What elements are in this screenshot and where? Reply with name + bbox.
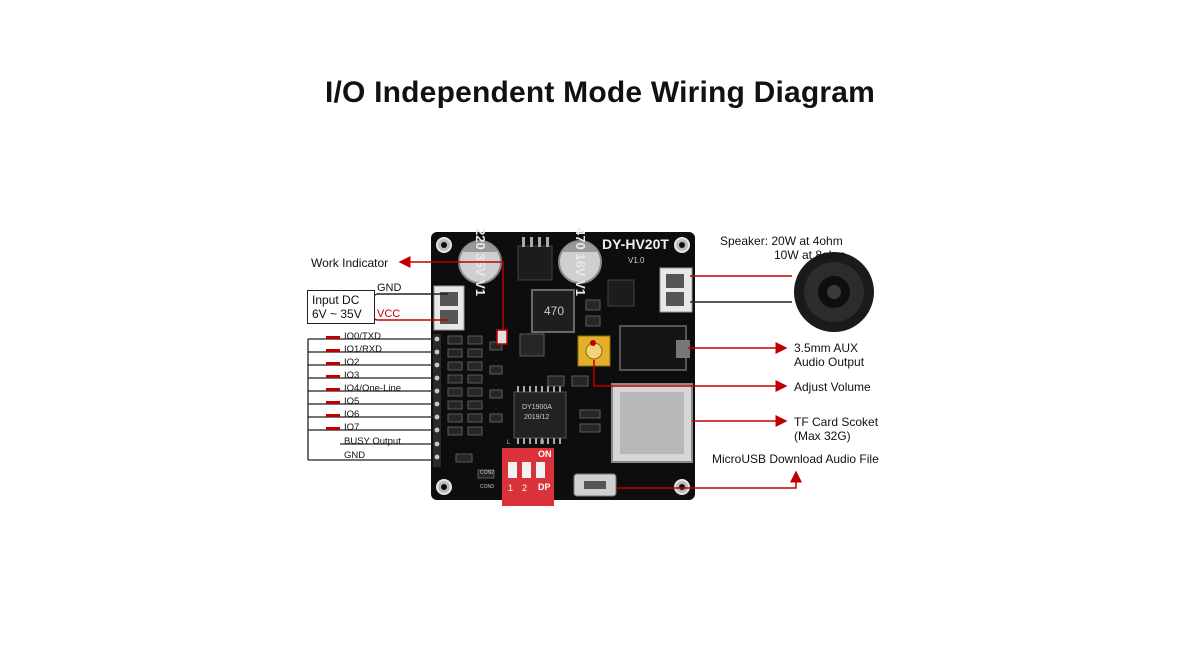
work-led-icon (496, 329, 508, 345)
speaker-label-line1: Speaker: 20W at 4ohm (720, 234, 843, 248)
capacitor-right-marking: 470 16V V1 (573, 228, 588, 296)
board-version-label: V1.0 (628, 256, 645, 265)
tf-card-label-line2: (Max 32G) (794, 429, 851, 443)
main-chip-icon (513, 386, 567, 444)
micro-usb-icon (573, 473, 617, 497)
dip-switch-icon (502, 448, 554, 506)
con3-label: CON3 (480, 484, 494, 490)
gnd-power-label: GND (377, 282, 402, 294)
speaker-label-line2: 10W at 8ohm (774, 248, 846, 262)
header-pins-icon (433, 334, 441, 467)
pcb-board (431, 232, 695, 506)
dip-dp-label: DP (538, 482, 551, 492)
tf-card-label-line1: TF Card Scoket (794, 415, 879, 429)
pin-label-io1: IO1/RXD (344, 344, 383, 355)
pin-label-io3: IO3 (344, 370, 360, 381)
pin-label-io7: IO7 (344, 422, 360, 433)
work-indicator-label: Work Indicator (311, 256, 389, 270)
input-dc-line1: Input DC (312, 293, 360, 307)
aux-label-line2: Audio Output (794, 355, 865, 369)
volume-label: Adjust Volume (794, 380, 871, 394)
tf-card-slot-icon (611, 383, 693, 463)
pin-label-gnd: GND (344, 450, 366, 461)
dip-h-label: H (540, 440, 545, 446)
input-dc-line2: 6V ~ 35V (312, 307, 362, 321)
aux-label-line1: 3.5mm AUX (794, 341, 859, 355)
chip-sub-label: 2019/12 (524, 414, 550, 421)
diagram-title: I/O Independent Mode Wiring Diagram (324, 76, 876, 109)
con2-label: CON2 (480, 470, 494, 476)
chip-label: DY1900A (522, 404, 552, 411)
speaker-connector-icon (659, 267, 693, 313)
vcc-power-label: VCC (377, 308, 401, 320)
pin-label-io0: IO0/TXD (344, 331, 381, 342)
audio-jack-icon (619, 325, 690, 371)
dip-on-label: ON (538, 449, 552, 459)
capacitor-right-icon (558, 240, 602, 284)
usb-label: MicroUSB Download Audio File (712, 452, 879, 466)
input-dc-box: Input DC 6V ~ 35V (307, 290, 375, 324)
dip-number-2: 2 (522, 483, 528, 493)
dip-l-label: L (507, 440, 511, 446)
pin-label-busy: BUSY Output (344, 436, 401, 447)
pin-label-io5: IO5 (344, 396, 360, 407)
dip-number-1: 1 (508, 483, 514, 493)
inductor-label: 470 (544, 304, 565, 318)
inductor-icon (531, 289, 575, 333)
board-model-label: DY-HV20T (602, 236, 669, 252)
pin-label-io2: IO2 (344, 357, 360, 368)
pin-label-io4: IO4/One-Line (344, 383, 402, 394)
pin-label-io6: IO6 (344, 409, 360, 420)
